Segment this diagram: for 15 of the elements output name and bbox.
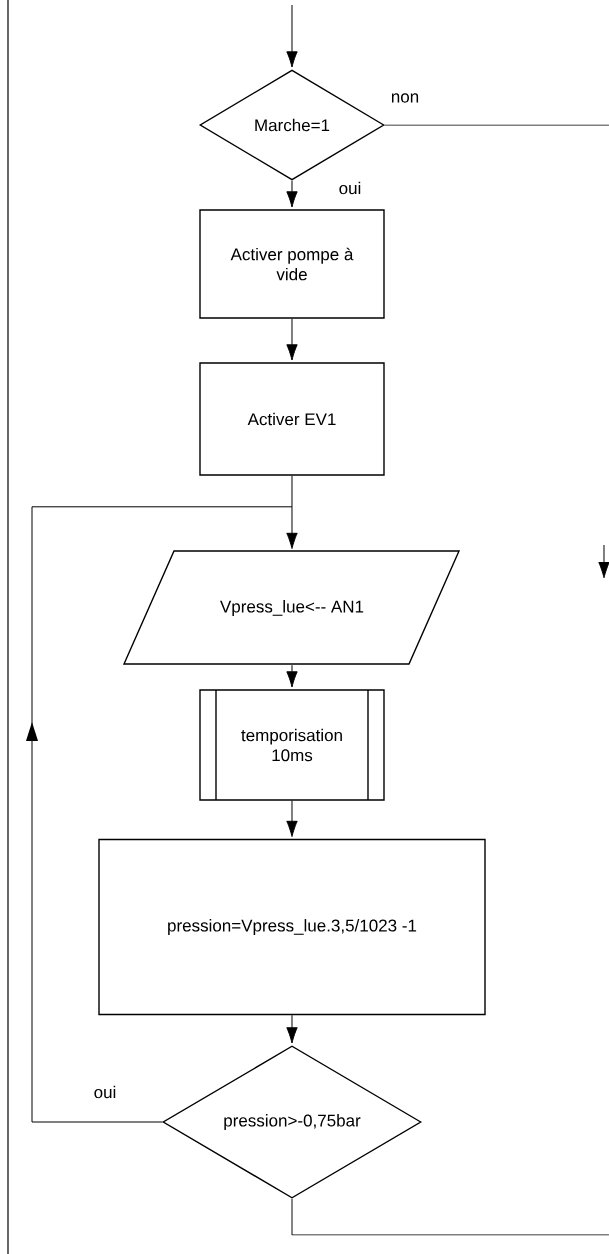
process-box: pression=Vpress_lue.3,5/1023 -1: [98, 838, 486, 1016]
arrow: [26, 506, 293, 1123]
arrow: [286, 664, 298, 688]
arrow: [286, 318, 298, 361]
edge-label: oui: [92, 1084, 118, 1100]
edge-label: oui: [337, 180, 363, 196]
arrow: [286, 180, 298, 208]
edge-label: non: [389, 92, 421, 104]
process-box: Activer EV1: [199, 362, 385, 476]
arrow: [286, 800, 298, 837]
arrow: [286, 4, 298, 68]
arrow: [286, 1014, 298, 1044]
process-box: Activer pompe à vide: [199, 209, 385, 319]
arrow: [286, 506, 298, 549]
subroutine-box: temporisation 10ms: [199, 689, 385, 801]
